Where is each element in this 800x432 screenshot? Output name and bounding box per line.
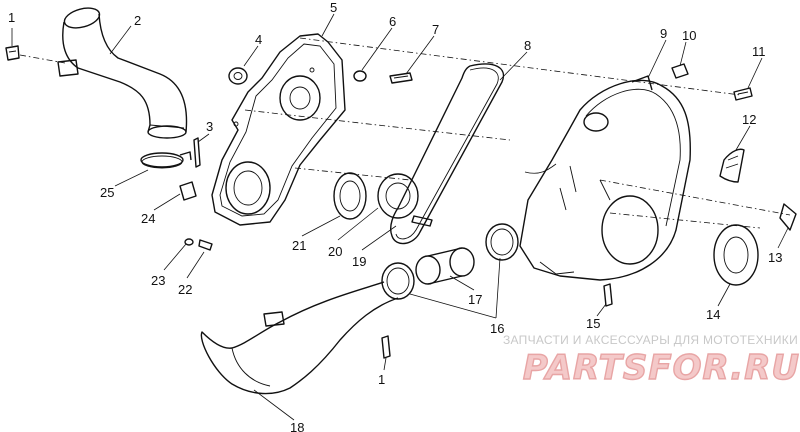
- leader-line: [747, 57, 763, 89]
- bolt-part: [733, 87, 753, 101]
- intake-duct-part: [57, 7, 188, 139]
- sleeve-part: [415, 247, 475, 285]
- callout-22: 22: [178, 282, 192, 297]
- callout-19: 19: [352, 254, 366, 269]
- washer-part: [228, 67, 248, 85]
- bolt-part: [603, 283, 613, 307]
- callout-1: 1: [8, 10, 15, 25]
- bolt-part: [5, 45, 20, 61]
- leader-line: [499, 51, 528, 81]
- alignment-line: [299, 37, 741, 96]
- leader-line: [449, 275, 475, 291]
- watermark-subtitle: ЗАПЧАСТИ И АКСЕССУАРЫ ДЛЯ МОТОТЕХНИКИ: [502, 333, 798, 347]
- outlet-duct-part: [200, 281, 399, 395]
- callout-25: 25: [100, 185, 114, 200]
- watermark-logo: PARTSFOR.RU: [522, 347, 800, 388]
- bolt-part: [381, 335, 391, 359]
- callout-7: 7: [432, 22, 439, 37]
- alignment-line: [244, 109, 511, 141]
- leader-line: [405, 35, 435, 75]
- callout-14: 14: [706, 307, 720, 322]
- callout-9: 9: [660, 26, 667, 41]
- leader-line: [596, 303, 607, 317]
- bracket-part: [179, 137, 201, 201]
- hose-clamp-part: [140, 151, 192, 169]
- alignment-line: [19, 54, 66, 64]
- callout-20: 20: [328, 244, 342, 259]
- leader-line: [735, 125, 751, 151]
- duct-clamp-part: [381, 223, 519, 300]
- leader-line: [197, 133, 210, 143]
- alignment-line: [599, 179, 791, 216]
- callout-2: 2: [134, 13, 141, 28]
- callout-11: 11: [752, 44, 766, 59]
- leader-line: [114, 169, 149, 187]
- leader-line: [163, 243, 187, 271]
- bolt-part: [389, 72, 413, 84]
- leader-line: [337, 207, 379, 241]
- leader-line: [153, 193, 181, 211]
- leader-line: [253, 389, 295, 421]
- drive-belt-part: [389, 63, 505, 245]
- leader-line: [109, 25, 132, 55]
- leader-line: [647, 39, 667, 79]
- leader-line: [361, 27, 393, 71]
- bearing-cover-part: [377, 173, 433, 227]
- leader-line: [717, 283, 731, 307]
- leader-line: [679, 41, 687, 67]
- callout-12: 12: [742, 112, 756, 127]
- label-part: [671, 63, 689, 79]
- callout-3: 3: [206, 119, 213, 134]
- outer-cover-part: [519, 75, 691, 281]
- small-washer-part: [353, 70, 367, 82]
- callout-5: 5: [330, 0, 337, 15]
- callout-10: 10: [682, 28, 696, 43]
- leader-line: [777, 227, 789, 249]
- inner-cover-part: [211, 33, 346, 226]
- callout-18: 18: [290, 420, 304, 432]
- leader-line: [383, 357, 387, 371]
- leader-line: [361, 225, 397, 251]
- decal-part: [719, 148, 745, 183]
- screw-part: [184, 238, 213, 251]
- callout-21: 21: [292, 238, 306, 253]
- callout-24: 24: [141, 211, 155, 226]
- alignment-line: [294, 167, 411, 181]
- callout-15: 15: [586, 316, 600, 331]
- diamond-label-part: [779, 203, 797, 231]
- callout-1-lower: 1: [378, 372, 385, 387]
- callout-4: 4: [255, 32, 262, 47]
- leader-line: [186, 251, 205, 279]
- leader-line: [524, 163, 557, 174]
- callout-8: 8: [524, 38, 531, 53]
- leader-line: [301, 215, 341, 237]
- callout-17: 17: [468, 292, 482, 307]
- leader-line: [243, 45, 259, 67]
- callout-23: 23: [151, 273, 165, 288]
- leader-line: [409, 257, 501, 319]
- callout-6: 6: [389, 14, 396, 29]
- callout-16: 16: [490, 321, 504, 336]
- callout-13: 13: [768, 250, 782, 265]
- seal-part: [333, 172, 367, 220]
- leader-line: [321, 13, 335, 37]
- cover-disc-part: [713, 224, 759, 286]
